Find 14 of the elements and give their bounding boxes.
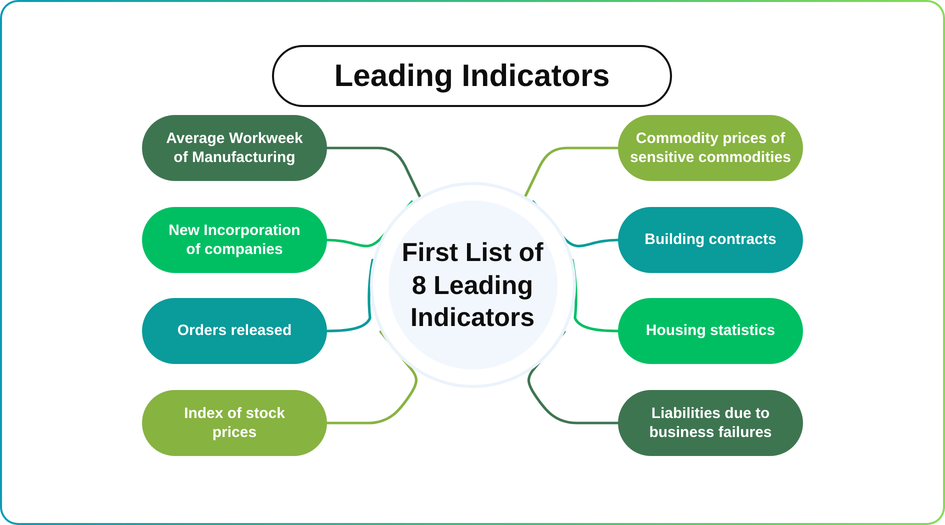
diagram-title: Leading Indicators	[334, 58, 610, 94]
indicator-label: New Incorporation of companies	[168, 220, 302, 260]
indicator-label: Housing statistics	[646, 321, 776, 341]
connector-line	[571, 258, 620, 332]
indicator-label: Commodity prices of sensitive commodities	[629, 128, 792, 168]
hub-heading: First List of 8 Leading Indicators	[400, 236, 544, 334]
indicator-label: Building contracts	[644, 230, 776, 250]
connector-line	[524, 146, 620, 198]
indicator-label: Average Workweek of Manufacturing	[165, 128, 304, 168]
connector-line	[326, 146, 422, 198]
indicator-label: Index of stock prices	[183, 404, 286, 442]
indicator-label: Liabilities due to business failures	[648, 404, 773, 442]
indicator-label: Orders released	[177, 321, 292, 341]
connector-line	[326, 258, 374, 332]
